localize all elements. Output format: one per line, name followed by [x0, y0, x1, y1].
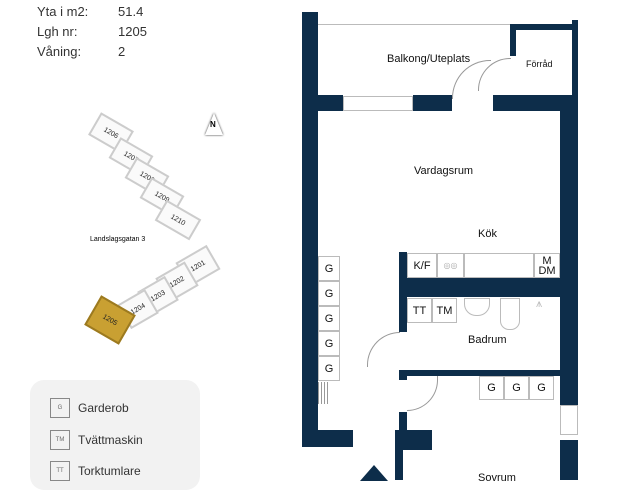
toilet-icon	[500, 298, 520, 330]
wardrobe: G	[504, 376, 529, 400]
wall	[395, 430, 432, 450]
wall	[399, 370, 560, 376]
counter	[464, 253, 534, 278]
legend-label: Garderob	[78, 401, 129, 415]
wall	[302, 12, 318, 447]
legend-code: TM	[50, 430, 70, 450]
room-storage: Förråd	[526, 59, 553, 69]
wall	[560, 100, 578, 405]
legend-label: Tvättmaskin	[78, 433, 143, 447]
unit-1210: 1210	[154, 199, 202, 241]
wall	[413, 95, 452, 111]
wardrobe: G	[318, 331, 340, 356]
window	[560, 405, 578, 435]
legend-item: G Garderob	[50, 398, 129, 418]
wall	[399, 278, 560, 297]
radiator-icon	[318, 382, 330, 404]
legend-code: TT	[50, 461, 70, 481]
wall	[493, 95, 578, 111]
wall	[560, 440, 578, 480]
area-label: Yta i m2:	[37, 4, 89, 19]
sink-icon	[464, 298, 490, 316]
wall	[399, 370, 407, 380]
legend: G Garderob TM Tvättmaskin TT Torktumlare	[30, 380, 200, 490]
room-bedroom: Sovrum	[478, 472, 516, 484]
legend-label: Torktumlare	[78, 464, 141, 478]
legend-item: TM Tvättmaskin	[50, 430, 143, 450]
fridge-freezer: K/F	[407, 253, 437, 278]
apt-label: Lgh nr:	[37, 24, 78, 39]
area-value: 51.4	[118, 4, 144, 19]
wardrobe: G	[479, 376, 504, 400]
north-arrow-icon	[205, 113, 223, 135]
wall	[302, 95, 343, 111]
balcony-rail	[318, 24, 512, 26]
wall	[302, 430, 353, 447]
entrance-arrow-icon	[360, 465, 388, 481]
wardrobe: G	[318, 256, 340, 281]
wall	[510, 26, 516, 56]
apt-value: 1205	[118, 24, 147, 39]
north-label: N	[210, 120, 216, 129]
dishwasher-label: DM	[538, 264, 556, 277]
window	[343, 96, 413, 111]
room-bath: Badrum	[468, 334, 507, 346]
room-balcony: Balkong/Uteplats	[387, 53, 471, 65]
street-label: Landslagsgatan 3	[90, 236, 146, 243]
shower-icon: ⩚	[536, 298, 543, 310]
wardrobe: G	[318, 281, 340, 306]
wall	[510, 24, 578, 30]
wall	[399, 412, 407, 432]
door	[407, 376, 438, 411]
wardrobe: G	[529, 376, 554, 400]
door	[367, 332, 400, 367]
washer: TM	[432, 298, 457, 323]
wall	[572, 20, 578, 100]
stove-icon: ◎◎	[437, 253, 464, 278]
wall	[395, 430, 403, 480]
room-kitchen: Kök	[478, 228, 497, 240]
wardrobe: G	[318, 356, 340, 381]
floor-value: 2	[118, 44, 126, 59]
wardrobe: G	[318, 306, 340, 331]
microwave-label: M	[542, 254, 552, 267]
room-living: Vardagsrum	[414, 165, 474, 177]
legend-item: TT Torktumlare	[50, 461, 141, 481]
legend-code: G	[50, 398, 70, 418]
floor-label: Våning:	[37, 44, 82, 59]
dryer: TT	[407, 298, 432, 323]
